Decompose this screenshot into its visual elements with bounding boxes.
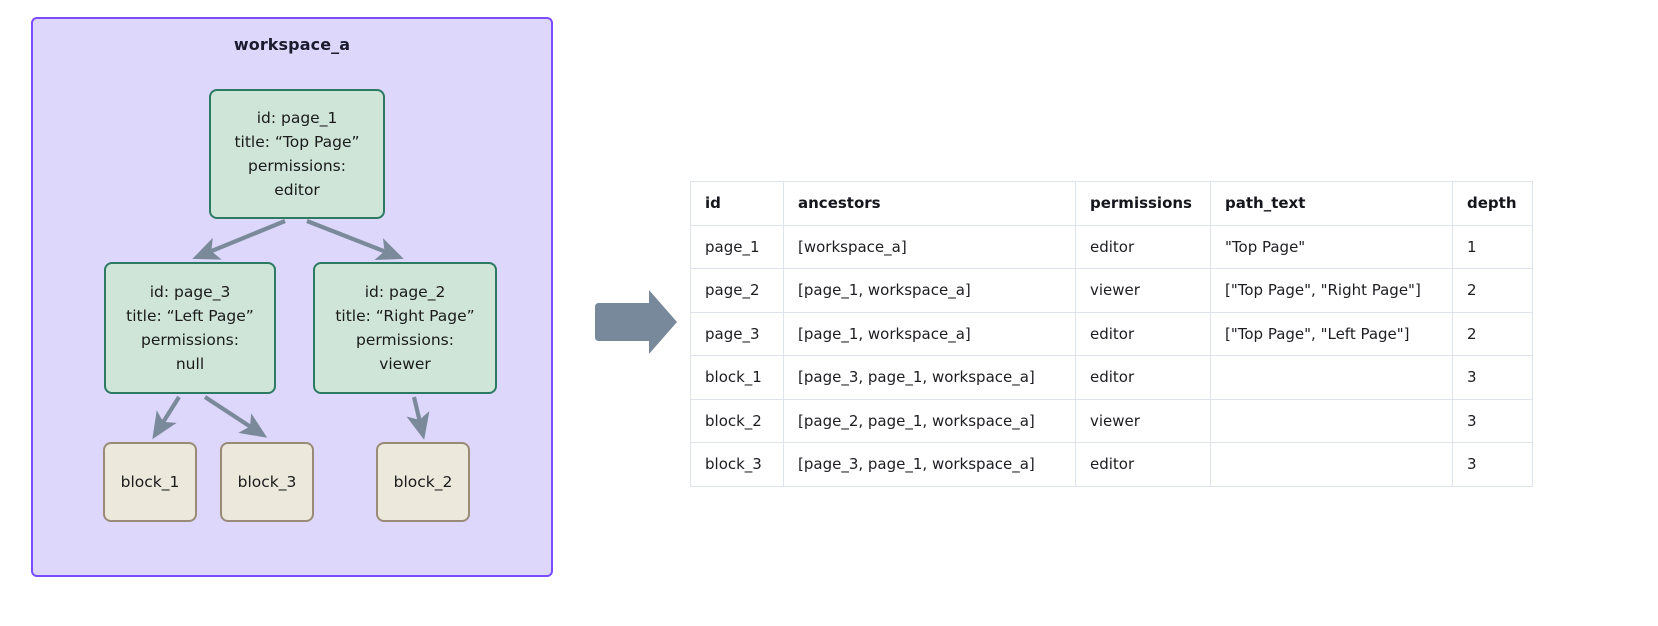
page-node-page_3[interactable]: id: page_3 title: “Left Page” permission… [104,262,276,394]
cell-permissions: editor [1075,311,1211,356]
table-row[interactable]: page_3 [page_1, workspace_a] editor ["To… [690,311,1533,356]
edge-page1-page2 [306,219,404,260]
page-node-perm-label: permissions: [356,331,454,349]
cell-permissions: editor [1075,355,1211,400]
page-node-title: title: “Right Page” [335,306,475,325]
cell-permissions: viewer [1075,268,1211,313]
cell-id: block_3 [690,442,784,487]
column-header-id[interactable]: id [690,181,784,226]
result-table: id ancestors permissions path_text depth… [690,181,1533,487]
block-node-block_2[interactable]: block_2 [376,442,470,522]
cell-path_text: "Top Page" [1210,224,1453,269]
cell-depth: 3 [1452,398,1533,443]
edge-page1-page3 [192,219,286,260]
cell-ancestors: [page_3, page_1, workspace_a] [783,355,1076,400]
cell-id: page_1 [690,224,784,269]
column-header-ancestors[interactable]: ancestors [783,181,1076,226]
block-node-label: block_3 [237,473,297,491]
cell-depth: 2 [1452,311,1533,356]
edge-page2-block2 [406,396,430,440]
cell-path_text: ["Top Page", "Left Page"] [1210,311,1453,356]
cell-id: page_2 [690,268,784,313]
block-node-block_1[interactable]: block_1 [103,442,197,522]
cell-id: block_2 [690,398,784,443]
block-node-block_3[interactable]: block_3 [220,442,314,522]
block-node-label: block_2 [393,473,453,491]
table-header-row: id ancestors permissions path_text depth [690,181,1533,226]
cell-id: block_1 [690,355,784,400]
table-row[interactable]: block_3 [page_3, page_1, workspace_a] ed… [690,442,1533,487]
page-node-page_2[interactable]: id: page_2 title: “Right Page” permissio… [313,262,497,394]
table-row[interactable]: page_2 [page_1, workspace_a] viewer ["To… [690,268,1533,313]
cell-permissions: editor [1075,224,1211,269]
cell-ancestors: [page_1, workspace_a] [783,311,1076,356]
workspace-title: workspace_a [233,35,351,54]
page-node-perm-value: editor [274,181,320,200]
column-header-depth[interactable]: depth [1452,181,1533,226]
workspace-container: workspace_a id: page_1 title: “Top Page”… [31,17,553,577]
cell-id: page_3 [690,311,784,356]
cell-path_text [1210,355,1453,400]
column-header-path_text[interactable]: path_text [1210,181,1453,226]
page-node-page_1[interactable]: id: page_1 title: “Top Page” permissions… [209,89,385,219]
table-row[interactable]: page_1 [workspace_a] editor "Top Page" 1 [690,224,1533,269]
cell-ancestors: [workspace_a] [783,224,1076,269]
cell-depth: 1 [1452,224,1533,269]
edge-page3-block1 [152,395,181,440]
cell-ancestors: [page_1, workspace_a] [783,268,1076,313]
cell-depth: 3 [1452,355,1533,400]
cell-ancestors: [page_2, page_1, workspace_a] [783,398,1076,443]
page-node-title: title: “Left Page” [126,306,254,325]
column-header-permissions[interactable]: permissions [1075,181,1211,226]
table-row[interactable]: block_2 [page_2, page_1, workspace_a] vi… [690,398,1533,443]
block-node-label: block_1 [120,473,180,491]
page-node-id: id: page_2 [364,282,446,301]
cell-ancestors: [page_3, page_1, workspace_a] [783,442,1076,487]
table-row[interactable]: block_1 [page_3, page_1, workspace_a] ed… [690,355,1533,400]
cell-depth: 2 [1452,268,1533,313]
page-node-title: title: “Top Page” [234,132,360,151]
cell-path_text: ["Top Page", "Right Page"] [1210,268,1453,313]
cell-permissions: editor [1075,442,1211,487]
page-node-id: id: page_1 [256,108,338,127]
arrow-right-icon [595,290,677,354]
cell-path_text [1210,442,1453,487]
page-node-perm-label: permissions: [248,157,346,175]
page-node-perm-label: permissions: [141,331,239,349]
page-node-id: id: page_3 [149,282,231,301]
page-node-perm-value: viewer [379,355,431,374]
cell-path_text [1210,398,1453,443]
cell-depth: 3 [1452,442,1533,487]
cell-permissions: viewer [1075,398,1211,443]
edge-page3-block3 [203,395,268,438]
page-node-perm-value: null [175,355,205,374]
